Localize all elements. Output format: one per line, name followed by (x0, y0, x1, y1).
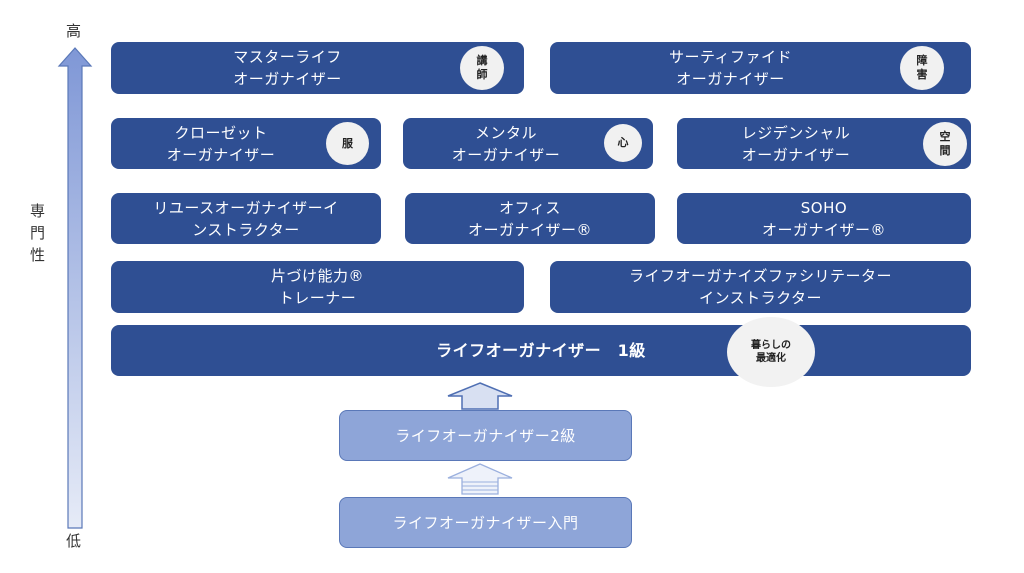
axis-low-label: 低 (66, 532, 82, 550)
badge-char-2: 間 (939, 144, 951, 157)
axis-label-char-1: 専 (30, 202, 46, 220)
office-organizer-box: オフィス オーガナイザー® (405, 193, 655, 244)
box-line-1: サーティファイド (668, 48, 793, 66)
katazuke-trainer-box: 片づけ能力® トレーナー (111, 261, 524, 313)
badge-char: 服 (342, 136, 353, 150)
badge-char-1: 障 (916, 54, 928, 67)
badge-char: 心 (617, 136, 629, 149)
life-organizer-grade1-box: ライフオーガナイザー 1級 (111, 325, 971, 376)
residential-organizer-box: レジデンシャル オーガナイザー (677, 118, 971, 169)
axis-arrow (57, 47, 93, 529)
box-line-1: 片づけ能力® (270, 267, 364, 285)
box-line-2: トレーナー (278, 289, 357, 307)
badge-char-2: 師 (476, 68, 488, 81)
box-line-1: リユースオーガナイザーイ (153, 198, 339, 217)
badge-char-1: 空 (939, 130, 951, 143)
instructor-badge: 講 師 (460, 46, 504, 90)
box-line-2: インストラクター (698, 289, 823, 307)
clothing-badge: 服 (326, 122, 369, 165)
box-label: ライフオーガナイザー 1級 (436, 340, 646, 360)
life-organizer-grade2-box: ライフオーガナイザー2級 (339, 410, 632, 461)
life-optimization-badge: 暮らしの 最適化 (727, 317, 815, 387)
box-label: ライフオーガナイザー入門 (392, 513, 579, 532)
up-arrow-icon (447, 382, 513, 410)
box-line-2: ンストラクター (192, 220, 300, 239)
badge-char-1: 講 (476, 54, 488, 67)
badge-line-2: 最適化 (756, 353, 786, 364)
badge-char-2: 害 (916, 68, 928, 81)
axis-label-char-2: 門 (30, 224, 46, 242)
box-line-1: オフィス (499, 198, 561, 217)
box-line-2: オーガナイザー (741, 145, 851, 164)
axis-label-char-3: 性 (30, 246, 46, 264)
disability-badge: 障 害 (900, 46, 944, 90)
box-line-2: オーガナイザー® (761, 220, 886, 239)
mind-badge: 心 (604, 124, 642, 162)
box-line-1: マスターライフ (233, 48, 342, 66)
facilitator-instructor-box: ライフオーガナイズファシリテーター インストラクター (550, 261, 971, 313)
box-line-1: レジデンシャル (741, 123, 851, 142)
box-line-2: オーガナイザー (233, 70, 342, 88)
master-life-organizer-box: マスターライフ オーガナイザー (111, 42, 524, 94)
badge-line-1: 暮らしの (751, 340, 791, 351)
life-organizer-intro-box: ライフオーガナイザー入門 (339, 497, 632, 548)
up-arrow-striped-icon (447, 463, 513, 495)
box-label: ライフオーガナイザー2級 (395, 426, 576, 445)
box-line-1: SOHO (800, 198, 848, 217)
space-badge: 空 間 (923, 122, 967, 166)
soho-organizer-box: SOHO オーガナイザー® (677, 193, 971, 244)
box-line-2: オーガナイザー (166, 145, 276, 164)
box-line-1: クローゼット (174, 123, 268, 142)
box-line-2: オーガナイザー (451, 145, 561, 164)
reuse-organizer-instructor-box: リユースオーガナイザーイ ンストラクター (111, 193, 381, 244)
box-line-2: オーガナイザー (676, 70, 785, 88)
axis-high-label: 高 (66, 22, 82, 40)
box-line-2: オーガナイザー® (467, 220, 592, 239)
box-line-1: メンタル (474, 123, 537, 142)
box-line-1: ライフオーガナイズファシリテーター (628, 267, 893, 285)
